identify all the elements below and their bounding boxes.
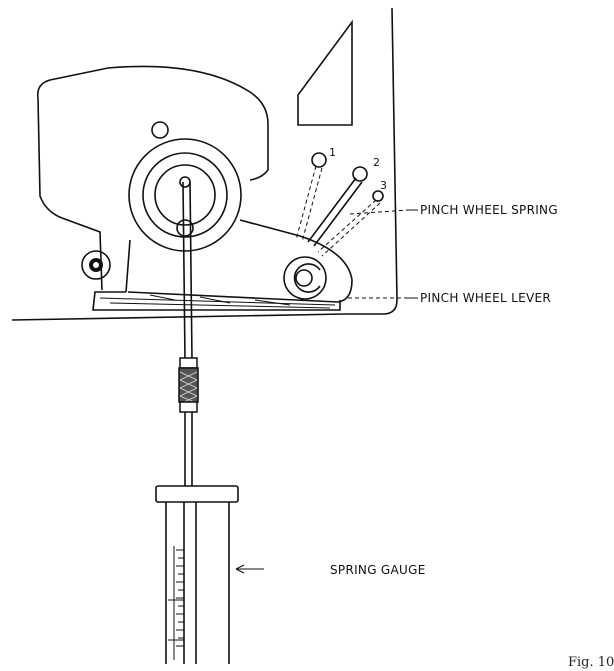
hole-number-2: 2 xyxy=(373,156,380,169)
spring-gauge xyxy=(155,485,239,664)
hole-number-1: 1 xyxy=(329,146,336,159)
spring-hole-1 xyxy=(311,152,327,168)
housing-stud xyxy=(151,121,169,139)
spring-hole-2 xyxy=(352,166,368,182)
gauge-rod xyxy=(182,181,193,486)
hex-nut xyxy=(81,250,111,280)
hole-number-3: 3 xyxy=(380,179,387,192)
label-pinch-wheel-spring: PINCH WHEEL SPRING xyxy=(420,203,558,217)
spring-holes: 1 2 3 xyxy=(311,146,387,202)
figure-caption: Fig. 10 xyxy=(568,655,614,670)
leader-lines xyxy=(235,209,418,574)
housing-plate xyxy=(36,65,269,291)
label-pinch-wheel-lever: PINCH WHEEL LEVER xyxy=(420,291,551,305)
pinch-wheel-lever xyxy=(92,219,353,311)
label-spring-gauge: SPRING GAUGE xyxy=(330,563,426,577)
spring-hole-3 xyxy=(372,190,384,202)
pinch-wheel xyxy=(128,138,242,252)
chassis-frame xyxy=(11,7,398,321)
pinch-wheel-spring xyxy=(295,165,381,257)
knurled-coupling xyxy=(178,357,199,413)
gauge-scale xyxy=(168,546,184,660)
